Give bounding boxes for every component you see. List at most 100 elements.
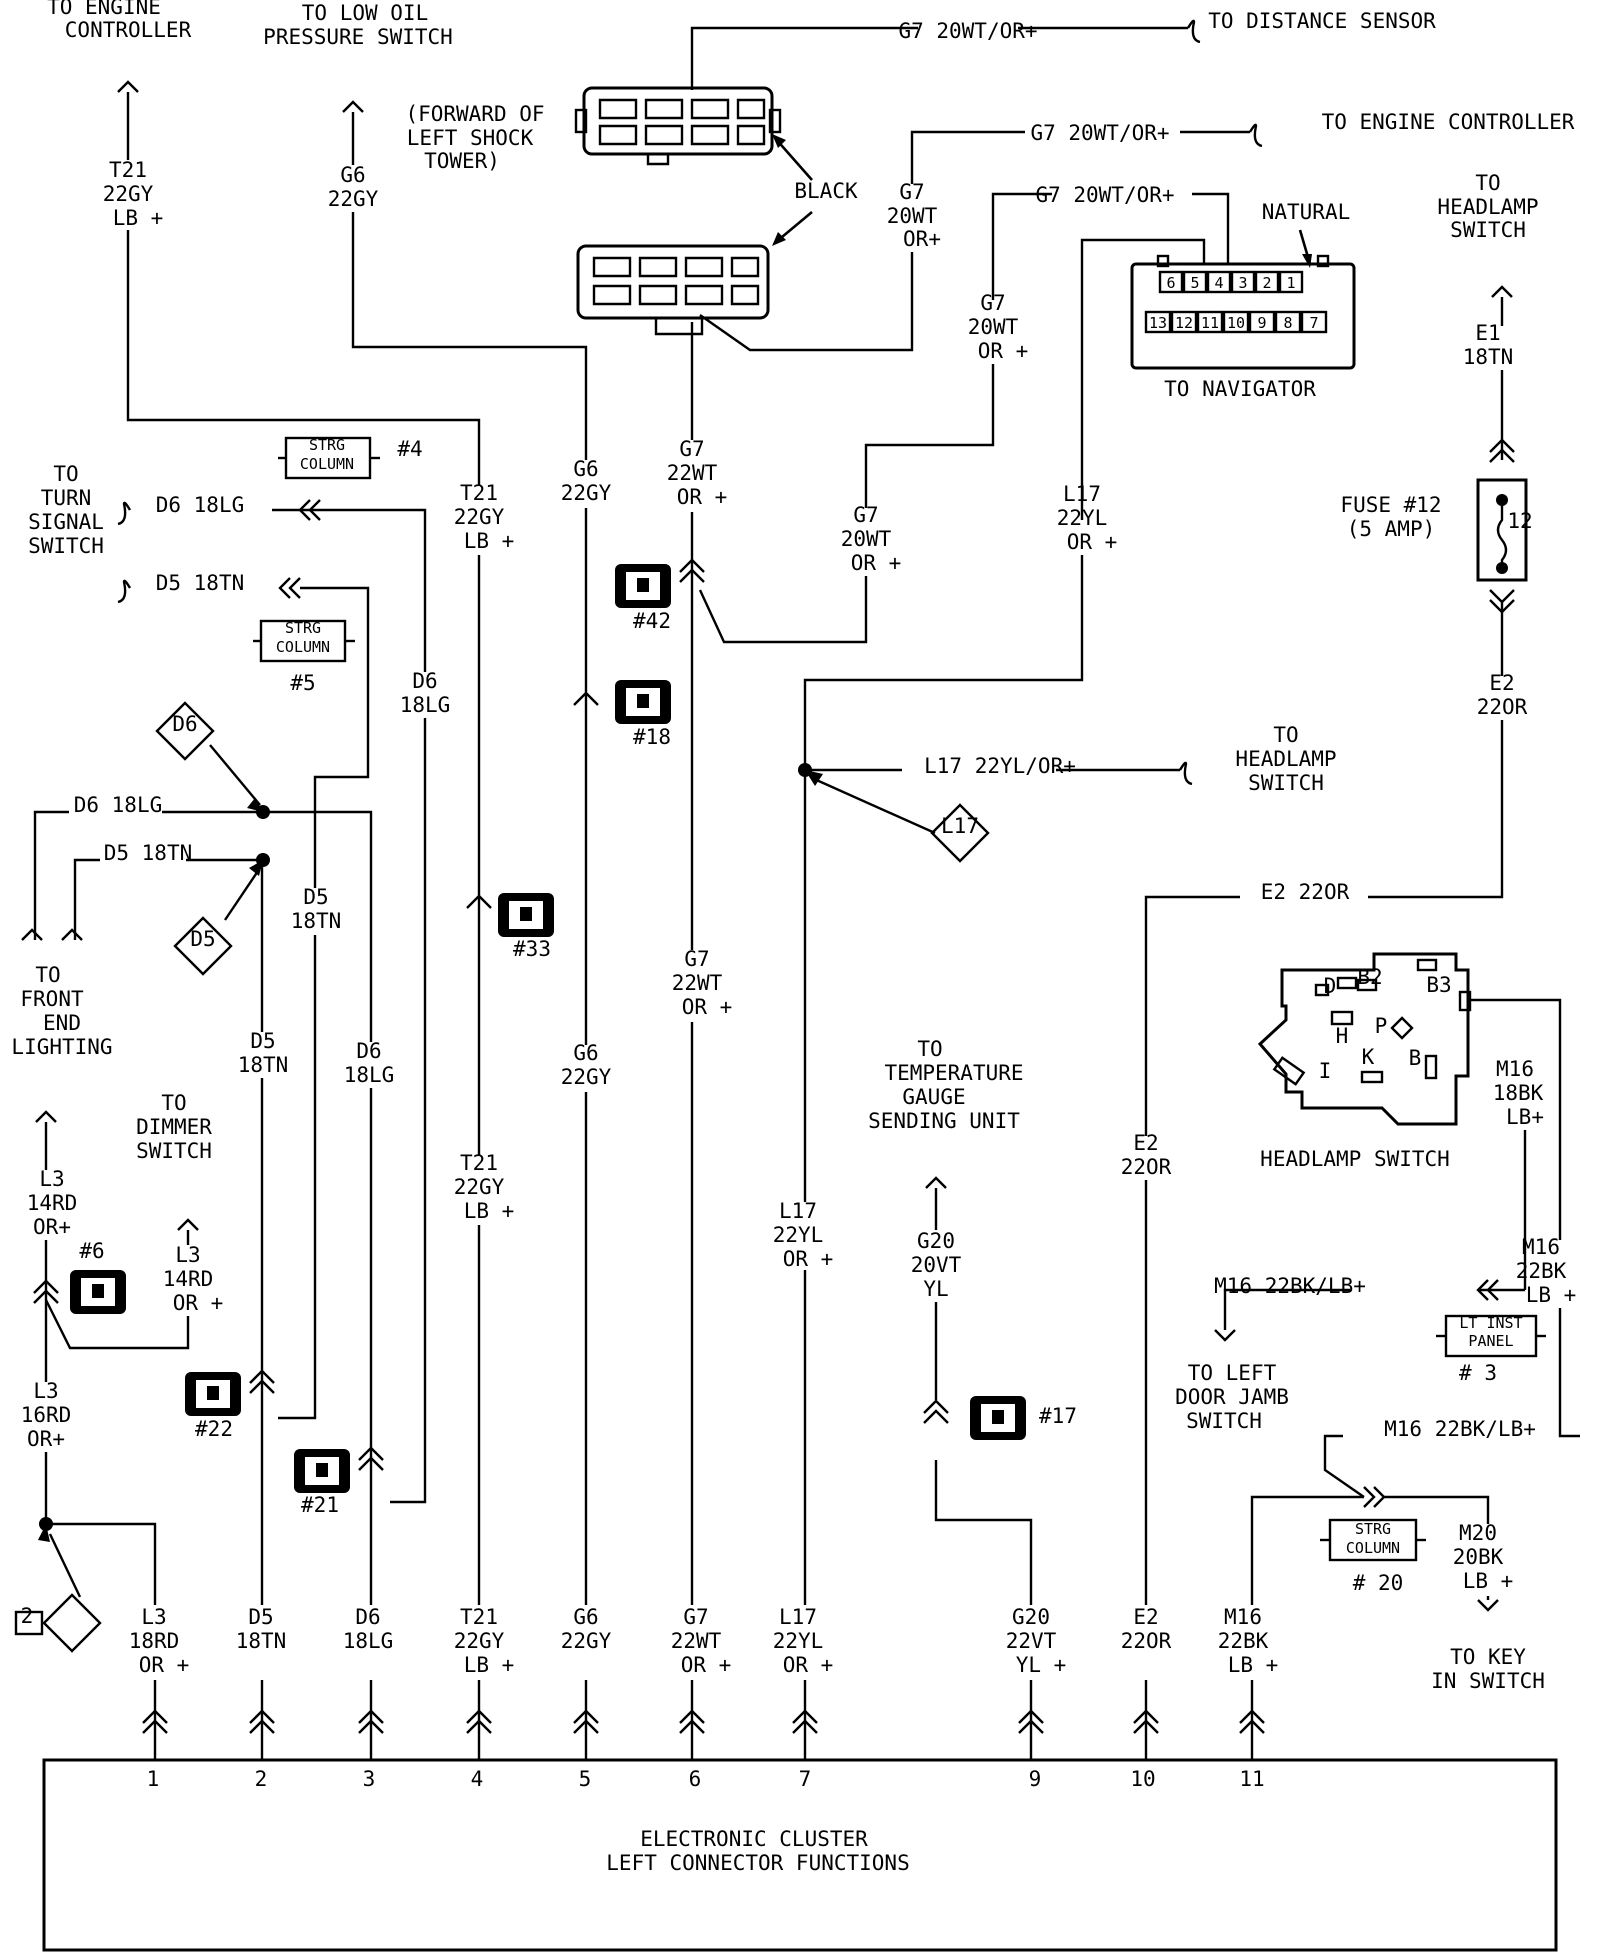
label-181: 1 bbox=[147, 1767, 160, 1791]
label-111: E2 bbox=[1133, 1131, 1158, 1155]
fuse-12 bbox=[1476, 478, 1528, 582]
label-31: STRG bbox=[309, 436, 345, 454]
splice-dots bbox=[39, 494, 1508, 1531]
label-43: 22YL bbox=[1057, 506, 1108, 530]
nav-pin-box bbox=[1196, 310, 1224, 334]
label-61: D6 bbox=[412, 669, 437, 693]
label-67: TO bbox=[1273, 723, 1298, 747]
label-45: TO bbox=[53, 462, 78, 486]
nav-pin-number: 5 bbox=[1190, 274, 1199, 292]
label-107: TO bbox=[161, 1091, 186, 1115]
label-82: G7 bbox=[684, 947, 709, 971]
label-133: LT INST bbox=[1459, 1314, 1522, 1332]
label-176: M16 bbox=[1224, 1605, 1262, 1629]
nav-pin-box bbox=[1274, 310, 1302, 334]
label-18: T21 bbox=[109, 158, 147, 182]
label-156: D5 bbox=[248, 1605, 273, 1629]
label-177: 22BK bbox=[1218, 1629, 1269, 1653]
label-159: 18LG bbox=[343, 1629, 394, 1653]
label-164: 22GY bbox=[561, 1629, 612, 1653]
label-137: SWITCH bbox=[1186, 1409, 1262, 1433]
label-142: #17 bbox=[1039, 1404, 1077, 1428]
label-69: SWITCH bbox=[1248, 771, 1324, 795]
label-154: 18RD bbox=[129, 1629, 180, 1653]
nav-pin-number: 2 bbox=[1262, 274, 1271, 292]
label-3: PRESSURE SWITCH bbox=[263, 25, 453, 49]
nav-pin-number: 11 bbox=[1201, 314, 1219, 332]
label-186: 6 bbox=[689, 1767, 702, 1791]
label-116: L3 bbox=[39, 1167, 64, 1191]
label-109: SWITCH bbox=[136, 1139, 212, 1163]
label-55: OR + bbox=[851, 551, 902, 575]
label-42: L17 bbox=[1063, 482, 1101, 506]
label-16: SWITCH bbox=[1450, 218, 1526, 242]
label-17: TO NAVIGATOR bbox=[1164, 377, 1316, 401]
nav-pin-box bbox=[1144, 310, 1172, 334]
label-6: TOWER) bbox=[424, 149, 500, 173]
label-25: OR+ bbox=[903, 227, 941, 251]
label-5: LEFT SHOCK bbox=[407, 126, 534, 150]
label-123: 20VT bbox=[911, 1253, 962, 1277]
label-46: TURN bbox=[41, 486, 92, 510]
label-2: TO LOW OIL bbox=[302, 1, 428, 25]
label-143: #22 bbox=[195, 1417, 233, 1441]
label-121: OR + bbox=[783, 1247, 834, 1271]
label-122: G20 bbox=[917, 1229, 955, 1253]
label-71: D6 18LG bbox=[74, 793, 163, 817]
nav-pin-box bbox=[1206, 270, 1232, 294]
nav-pin-box bbox=[1278, 270, 1304, 294]
label-168: L17 bbox=[779, 1605, 817, 1629]
component-boxes bbox=[253, 436, 1546, 1562]
label-76: D5 bbox=[190, 927, 215, 951]
label-119: L17 bbox=[779, 1199, 817, 1223]
label-33: #4 bbox=[397, 437, 422, 461]
label-99: GAUGE bbox=[902, 1085, 965, 1109]
wires bbox=[33, 26, 1580, 1605]
label-145: #21 bbox=[301, 1493, 339, 1517]
label-191: ELECTRONIC CLUSTER bbox=[640, 1827, 868, 1851]
nav-pin-box bbox=[1248, 310, 1276, 334]
label-62: 18LG bbox=[400, 693, 451, 717]
label-153: L3 bbox=[141, 1605, 166, 1629]
label-0: TO ENGINE bbox=[47, 0, 161, 19]
label-83: 22WT bbox=[672, 971, 723, 995]
label-98: TEMPERATURE bbox=[884, 1061, 1023, 1085]
label-189: 10 bbox=[1130, 1767, 1155, 1791]
black-connector-lower bbox=[576, 211, 813, 336]
label-52: 12 bbox=[1507, 509, 1532, 533]
label-44: OR + bbox=[1067, 530, 1118, 554]
label-87: END bbox=[43, 1011, 81, 1035]
label-165: G7 bbox=[683, 1605, 708, 1629]
label-14: TO bbox=[1475, 171, 1500, 195]
label-8: G7 20WT/OR+ bbox=[898, 19, 1037, 43]
label-73: D5 18TN bbox=[104, 841, 193, 865]
label-94: 18LG bbox=[344, 1063, 395, 1087]
label-161: 22GY bbox=[454, 1629, 505, 1653]
label-89: P bbox=[1375, 1014, 1388, 1038]
label-68: HEADLAMP bbox=[1235, 747, 1336, 771]
label-131: OR + bbox=[173, 1291, 224, 1315]
label-23: G7 bbox=[899, 180, 924, 204]
label-96: 22GY bbox=[561, 1065, 612, 1089]
label-70: L17 22YL/OR+ bbox=[924, 754, 1076, 778]
label-162: LB + bbox=[464, 1653, 515, 1677]
label-167: OR + bbox=[681, 1653, 732, 1677]
label-182: 2 bbox=[255, 1767, 268, 1791]
label-51: (5 AMP) bbox=[1347, 517, 1436, 541]
label-48: SWITCH bbox=[28, 534, 104, 558]
nav-pin-number: 10 bbox=[1227, 314, 1245, 332]
label-141: OR+ bbox=[27, 1427, 65, 1451]
black-connector-top bbox=[574, 86, 813, 181]
label-22: 22GY bbox=[328, 187, 379, 211]
label-124: YL bbox=[923, 1277, 948, 1301]
label-158: D6 bbox=[355, 1605, 380, 1629]
label-126: 22BK bbox=[1516, 1259, 1567, 1283]
label-104: M16 bbox=[1496, 1057, 1534, 1081]
label-9: TO DISTANCE SENSOR bbox=[1208, 9, 1436, 33]
label-56: D5 18TN bbox=[156, 571, 245, 595]
label-34: T21 bbox=[460, 481, 498, 505]
label-135: TO LEFT bbox=[1188, 1361, 1277, 1385]
nav-pin-number: 7 bbox=[1309, 314, 1318, 332]
label-30: 18TN bbox=[1463, 345, 1514, 369]
